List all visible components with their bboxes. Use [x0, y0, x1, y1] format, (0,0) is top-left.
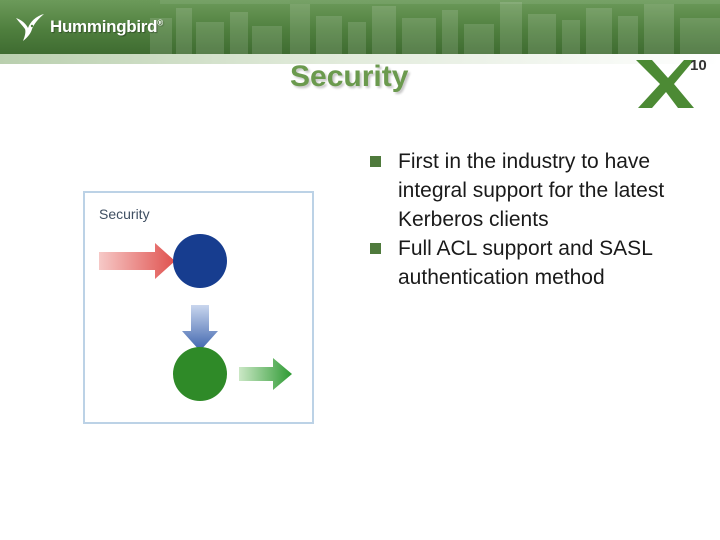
bullet-item: Full ACL support and SASL authentication…	[368, 234, 708, 292]
logo-wordmark: Hummingbird®	[50, 17, 163, 37]
bullet-item: First in the industry to have integral s…	[368, 147, 708, 234]
red-arrow-icon	[99, 243, 175, 279]
brand-registered-mark: ®	[157, 18, 163, 28]
x10-superscript: 10	[690, 57, 707, 74]
bullet-text: First in the industry to have integral s…	[398, 150, 665, 231]
slide-title: Security	[290, 60, 409, 93]
header-banner: Hummingbird®	[0, 0, 720, 54]
bullet-text: Full ACL support and SASL authentication…	[398, 237, 653, 289]
green-circle-icon	[173, 347, 227, 401]
hummingbird-icon	[16, 14, 44, 41]
diagram-label: Security	[99, 206, 150, 222]
diagram-graphic	[99, 234, 292, 401]
x10-x-mark	[636, 60, 694, 108]
hummingbird-logo: Hummingbird®	[12, 10, 163, 44]
blue-circle-icon	[173, 234, 227, 288]
brand-name: Hummingbird	[50, 17, 158, 36]
blue-arrow-icon	[182, 305, 218, 351]
green-arrow-icon	[239, 358, 292, 390]
bullet-square-icon	[370, 243, 381, 254]
security-diagram: Security	[83, 191, 314, 424]
bullet-list: First in the industry to have integral s…	[368, 147, 708, 292]
city-skyline-background	[150, 0, 720, 54]
x10-logo: 10	[636, 57, 707, 108]
header-fade-strip	[0, 54, 720, 64]
bullet-square-icon	[370, 156, 381, 167]
